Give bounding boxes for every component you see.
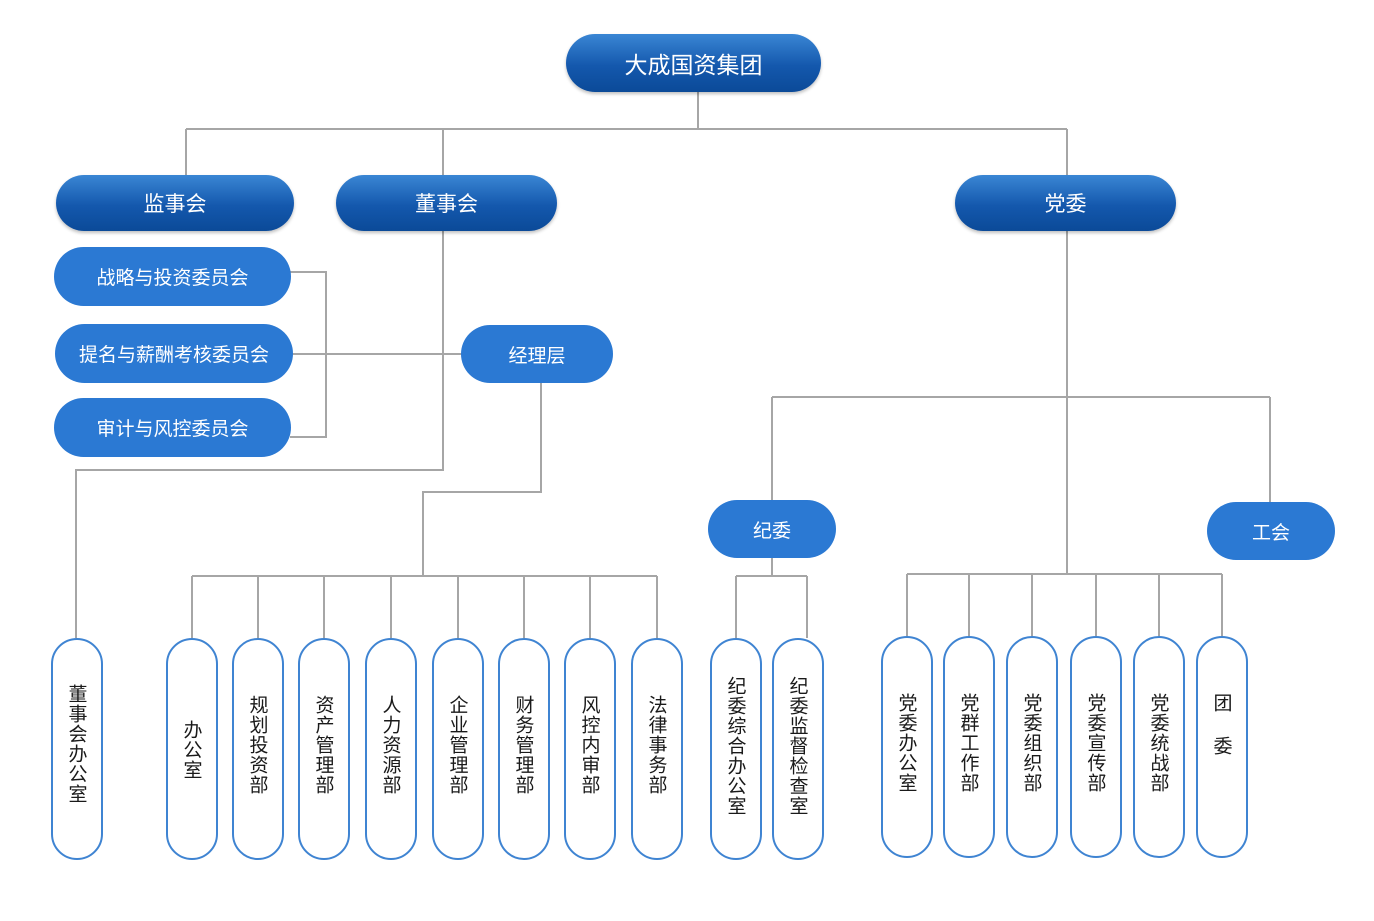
department-label: 办公室 <box>180 720 203 780</box>
board-of-directors-node: 董事会 <box>336 175 557 231</box>
discipline-general-office-node: 纪委综合办公室 <box>710 638 762 860</box>
nomination-compensation-committee-node: 提名与薪酬考核委员会 <box>55 324 293 383</box>
party-organization-dept-node: 党委组织部 <box>1006 636 1058 858</box>
party-office-node: 党委办公室 <box>881 636 933 858</box>
trade-union-label: 工会 <box>1251 521 1290 544</box>
human-resources-dept-node: 人力资源部 <box>365 638 417 860</box>
connector <box>422 383 542 576</box>
trade-union-node: 工会 <box>1207 502 1335 560</box>
department-label: 企业管理部 <box>446 695 469 795</box>
department-label: 风控内审部 <box>578 695 601 795</box>
finance-management-dept-node: 财务管理部 <box>498 638 550 860</box>
management-node: 经理层 <box>461 325 613 383</box>
discipline-committee-label: 纪委 <box>752 519 791 542</box>
management-label: 经理层 <box>508 344 566 367</box>
department-label: 资产管理部 <box>312 695 335 795</box>
department-label: 团 委 <box>1210 693 1233 756</box>
root-node: 大成国资集团 <box>566 34 821 92</box>
department-label: 董事会办公室 <box>65 684 88 804</box>
party-committee-label: 党委 <box>1044 192 1087 216</box>
department-label: 纪委综合办公室 <box>724 676 747 816</box>
supervisory-board-node: 监事会 <box>56 175 294 231</box>
department-label: 法律事务部 <box>645 695 668 795</box>
department-label: 财务管理部 <box>512 695 535 795</box>
planning-investment-dept-node: 规划投资部 <box>232 638 284 860</box>
asset-management-dept-node: 资产管理部 <box>298 638 350 860</box>
department-label: 纪委监督检查室 <box>786 676 809 816</box>
discipline-supervision-office-node: 纪委监督检查室 <box>772 638 824 860</box>
committee-label: 审计与风控委员会 <box>96 418 249 440</box>
board-office-node: 董事会办公室 <box>51 638 103 860</box>
strategy-investment-committee-node: 战略与投资委员会 <box>54 247 291 306</box>
department-label: 党委宣传部 <box>1084 693 1107 793</box>
party-publicity-dept-node: 党委宣传部 <box>1070 636 1122 858</box>
department-label: 党群工作部 <box>957 693 980 793</box>
root-label: 大成国资集团 <box>624 53 763 79</box>
department-label: 人力资源部 <box>379 695 402 795</box>
party-committee-node: 党委 <box>955 175 1176 231</box>
connector <box>75 231 444 638</box>
supervisory-board-label: 监事会 <box>143 192 207 216</box>
department-label: 党委办公室 <box>895 693 918 793</box>
department-label: 规划投资部 <box>246 695 269 795</box>
board-of-directors-label: 董事会 <box>415 192 478 216</box>
committee-label: 战略与投资委员会 <box>96 267 249 289</box>
committee-label: 提名与薪酬考核委员会 <box>78 344 269 366</box>
legal-affairs-dept-node: 法律事务部 <box>631 638 683 860</box>
department-label: 党委统战部 <box>1147 693 1170 793</box>
enterprise-management-dept-node: 企业管理部 <box>432 638 484 860</box>
risk-control-audit-dept-node: 风控内审部 <box>564 638 616 860</box>
discipline-committee-node: 纪委 <box>708 500 836 558</box>
department-label: 党委组织部 <box>1020 693 1043 793</box>
party-united-front-dept-node: 党委统战部 <box>1133 636 1185 858</box>
youth-league-committee-node: 团 委 <box>1196 636 1248 858</box>
party-masses-work-dept-node: 党群工作部 <box>943 636 995 858</box>
audit-risk-committee-node: 审计与风控委员会 <box>54 398 291 457</box>
general-office-node: 办公室 <box>166 638 218 860</box>
